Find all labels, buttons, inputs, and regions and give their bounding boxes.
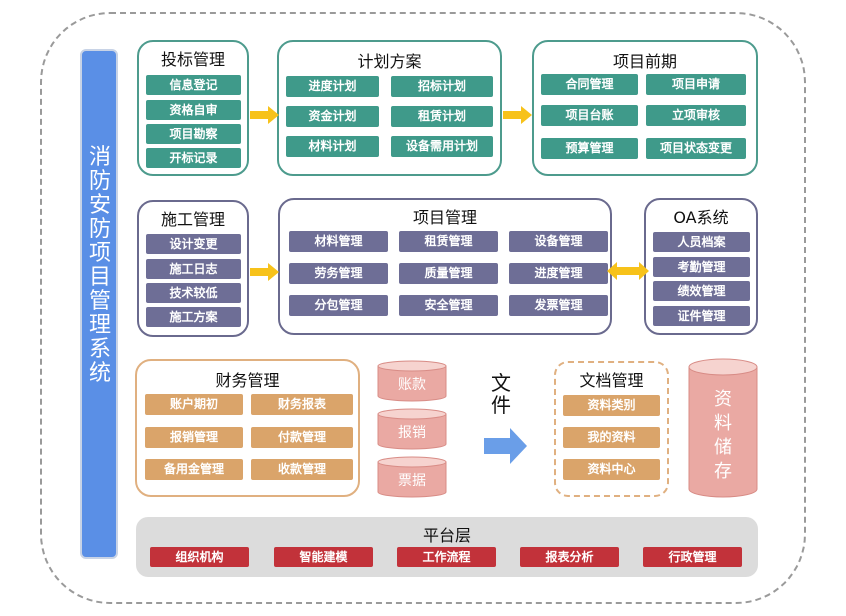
panel-plan: 计划方案 进度计划 招标计划 资金计划 租赁计划 材料计划 设备需用计划 (277, 40, 502, 176)
system-title: 消防安防项目管理系统 (89, 145, 112, 386)
module-button[interactable]: 信息登记 (146, 75, 241, 95)
module-button[interactable]: 智能建模 (274, 547, 373, 567)
panel-bidding: 投标管理 信息登记 资格自审 项目勘察 开标记录 (137, 40, 249, 176)
database-icon (377, 456, 447, 498)
panel-title: 投标管理 (160, 50, 225, 69)
invoice-cylinder: 票据 (377, 456, 447, 498)
storage-cylinder: 资料储存 (688, 358, 758, 498)
panel-title: 平台层 (422, 526, 471, 545)
module-button[interactable]: 租赁计划 (391, 106, 493, 127)
cylinder-label: 账款 (398, 377, 426, 393)
module-button[interactable]: 材料计划 (286, 136, 379, 157)
module-button[interactable]: 设备管理 (509, 231, 608, 252)
panel-title: 财务管理 (215, 371, 280, 390)
module-button[interactable]: 项目申请 (646, 74, 746, 95)
reimbursement-cylinder: 报销 (377, 408, 447, 450)
module-button[interactable]: 资料类别 (563, 395, 660, 416)
system-boundary (40, 12, 806, 604)
module-button[interactable]: 财务报表 (251, 394, 353, 415)
panel-oa: OA系统 人员档案 考勤管理 绩效管理 证件管理 (644, 198, 758, 335)
panel-docs: 文档管理 资料类别 我的资料 资料中心 (554, 361, 669, 497)
panel-title: 项目前期 (612, 52, 677, 71)
module-button[interactable]: 项目勘察 (146, 124, 241, 144)
system-title-bar: 消防安防项目管理系统 (80, 49, 118, 559)
database-icon (688, 358, 758, 498)
module-button[interactable]: 账户期初 (145, 394, 243, 415)
cylinder-label: 报销 (398, 425, 426, 441)
panel-title: 项目管理 (412, 208, 477, 227)
module-button[interactable]: 技术较低 (146, 283, 241, 303)
module-button[interactable]: 材料管理 (289, 231, 388, 252)
flow-arrow-icon (250, 263, 279, 281)
module-button[interactable]: 绩效管理 (653, 281, 750, 301)
module-button[interactable]: 收款管理 (251, 459, 353, 480)
module-button[interactable]: 项目状态变更 (646, 138, 746, 159)
module-button[interactable]: 合同管理 (541, 74, 638, 95)
module-button[interactable]: 租赁管理 (399, 231, 498, 252)
bidirectional-arrow-icon (607, 262, 649, 280)
module-button[interactable]: 预算管理 (541, 138, 638, 159)
module-button[interactable]: 进度管理 (509, 263, 608, 284)
module-button[interactable]: 施工日志 (146, 259, 241, 279)
module-button[interactable]: 发票管理 (509, 295, 608, 316)
module-button[interactable]: 工作流程 (397, 547, 496, 567)
module-button[interactable]: 备用金管理 (145, 459, 243, 480)
panel-title: 文档管理 (579, 371, 644, 390)
module-button[interactable]: 分包管理 (289, 295, 388, 316)
panel-preproject: 项目前期 合同管理 项目申请 项目台账 立项审核 预算管理 项目状态变更 (532, 40, 758, 176)
module-button[interactable]: 人员档案 (653, 232, 750, 252)
module-button[interactable]: 证件管理 (653, 306, 750, 326)
module-button[interactable]: 设计变更 (146, 234, 241, 254)
ledger-cylinder: 账款 (377, 360, 447, 402)
module-button[interactable]: 安全管理 (399, 295, 498, 316)
database-icon (377, 360, 447, 402)
storage-label: 资料储存 (714, 389, 732, 482)
module-button[interactable]: 资格自审 (146, 100, 241, 120)
module-button[interactable]: 开标记录 (146, 148, 241, 168)
module-button[interactable]: 我的资料 (563, 427, 660, 448)
module-button[interactable]: 资料中心 (563, 459, 660, 480)
module-button[interactable]: 考勤管理 (653, 257, 750, 277)
flow-arrow-icon (484, 428, 527, 464)
module-button[interactable]: 施工方案 (146, 307, 241, 327)
module-button[interactable]: 立项审核 (646, 105, 746, 126)
panel-finance: 财务管理 账户期初 财务报表 报销管理 付款管理 备用金管理 收款管理 (135, 359, 360, 497)
panel-title: 计划方案 (357, 52, 422, 71)
module-button[interactable]: 报销管理 (145, 427, 243, 448)
module-button[interactable]: 报表分析 (520, 547, 619, 567)
panel-project: 项目管理 材料管理 租赁管理 设备管理 劳务管理 质量管理 进度管理 分包管理 … (278, 198, 612, 335)
panel-title: 施工管理 (160, 210, 225, 229)
module-button[interactable]: 项目台账 (541, 105, 638, 126)
module-button[interactable]: 资金计划 (286, 106, 379, 127)
flow-arrow-icon (503, 106, 532, 124)
cylinder-label: 票据 (398, 473, 426, 489)
module-button[interactable]: 质量管理 (399, 263, 498, 284)
panel-construction: 施工管理 设计变更 施工日志 技术较低 施工方案 (137, 200, 249, 337)
module-button[interactable]: 行政管理 (643, 547, 742, 567)
panel-title: OA系统 (673, 208, 729, 227)
module-button[interactable]: 招标计划 (391, 76, 493, 97)
database-icon (377, 408, 447, 450)
module-button[interactable]: 付款管理 (251, 427, 353, 448)
file-label: 文件 (491, 371, 511, 417)
flow-arrow-icon (250, 106, 279, 124)
module-button[interactable]: 进度计划 (286, 76, 379, 97)
module-button[interactable]: 组织机构 (150, 547, 249, 567)
module-button[interactable]: 设备需用计划 (391, 136, 493, 157)
module-button[interactable]: 劳务管理 (289, 263, 388, 284)
platform-layer: 平台层 组织机构 智能建模 工作流程 报表分析 行政管理 (136, 517, 758, 577)
